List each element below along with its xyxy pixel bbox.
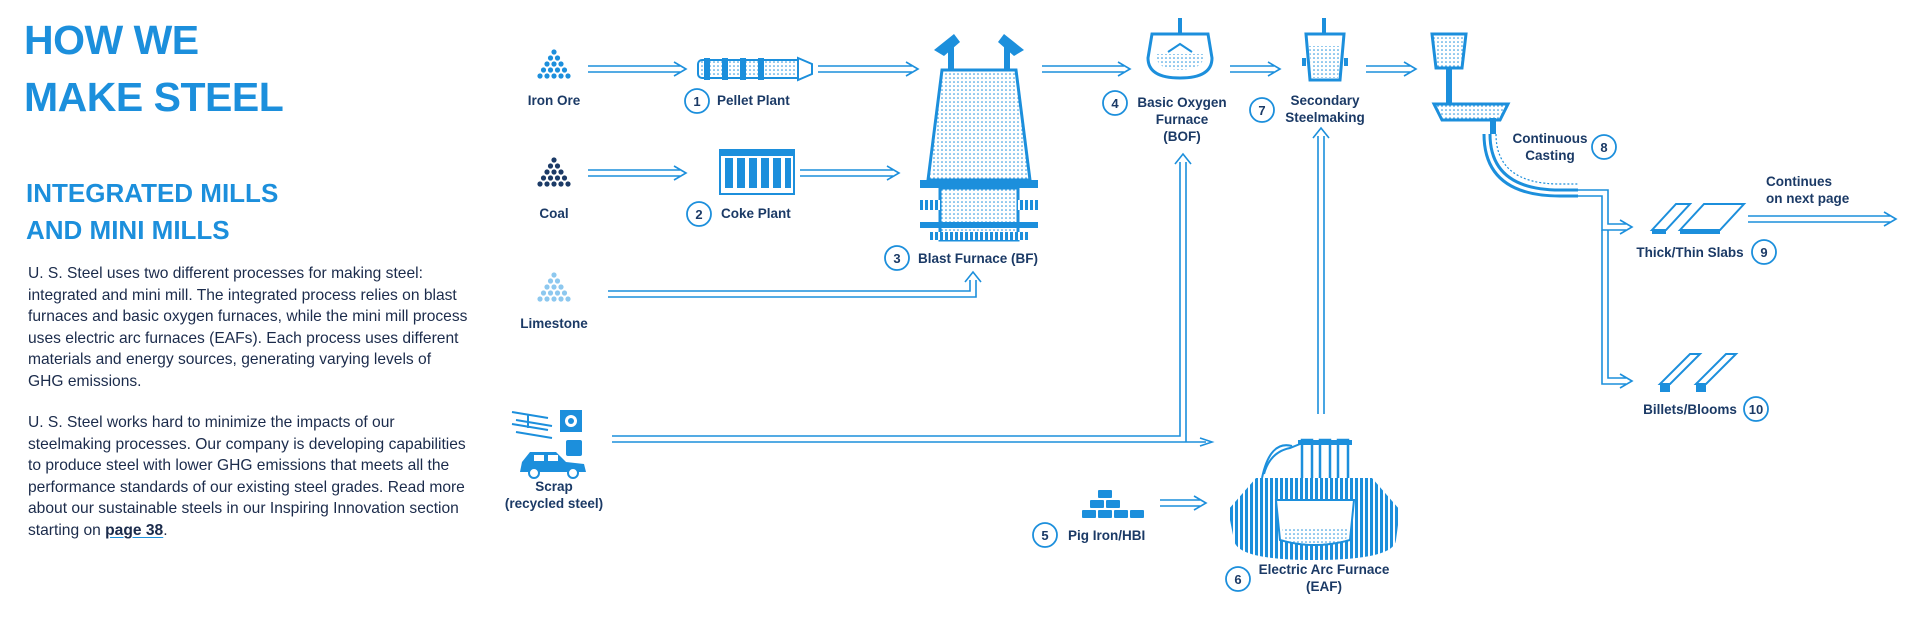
- step-7-label-line1: Secondary: [1290, 93, 1360, 108]
- pig-iron-icon: [1082, 490, 1144, 518]
- scrap-sublabel: (recycled steel): [505, 496, 603, 511]
- commitment-end: .: [163, 521, 168, 539]
- step-8-label-line2: Casting: [1525, 148, 1575, 163]
- subtitle-line-1: INTEGRATED MILLS: [26, 178, 279, 208]
- step-10-label: Billets/Blooms: [1643, 402, 1737, 417]
- coke-plant-icon: [719, 149, 795, 195]
- step-6-number: 6: [1234, 572, 1241, 587]
- coal-icon: [537, 157, 571, 187]
- scrap-icon: [511, 410, 586, 479]
- billets-icon: [1657, 353, 1739, 392]
- step-4-label-line2: Furnace: [1156, 112, 1209, 127]
- continues-label-line2: on next page: [1766, 191, 1850, 206]
- step-5-badge: [1032, 522, 1058, 548]
- step-10-number: 10: [1749, 402, 1763, 417]
- slabs-icon: [1649, 203, 1747, 234]
- step-3-number: 3: [893, 251, 900, 266]
- step-1-number: 1: [693, 94, 700, 109]
- commitment-paragraph: U. S. Steel works hard to minimize the i…: [28, 412, 468, 542]
- step-3-label: Blast Furnace (BF): [918, 251, 1038, 266]
- scrap-label: Scrap: [535, 479, 573, 494]
- limestone-label: Limestone: [520, 316, 588, 331]
- blast-furnace-icon: [918, 34, 1040, 242]
- step-4-badge: [1102, 90, 1128, 116]
- step-4-label-line1: Basic Oxygen: [1137, 95, 1226, 110]
- step-6-label-line1: Electric Arc Furnace: [1259, 562, 1390, 577]
- step-6-label-line2: (EAF): [1306, 579, 1342, 594]
- coal-label: Coal: [539, 206, 568, 221]
- continuous-casting-icon: [1430, 32, 1578, 198]
- step-2-label: Coke Plant: [721, 206, 791, 221]
- step-10-badge: [1743, 396, 1769, 422]
- step-9-badge: [1751, 239, 1777, 265]
- step-7-number: 7: [1258, 103, 1265, 118]
- step-8-label-line1: Continuous: [1513, 131, 1588, 146]
- step-3-badge: [884, 245, 910, 271]
- step-6-badge: [1225, 566, 1251, 592]
- step-9-label: Thick/Thin Slabs: [1636, 245, 1743, 260]
- step-2-badge: [686, 201, 712, 227]
- step-4-number: 4: [1111, 96, 1119, 111]
- step-7-badge: [1249, 97, 1275, 123]
- basic-oxygen-furnace-icon: [1146, 18, 1214, 80]
- limestone-icon: [537, 272, 571, 302]
- title-line-2: MAKE STEEL: [24, 74, 284, 120]
- step-4-label-line3: (BOF): [1163, 129, 1201, 144]
- secondary-steelmaking-icon: [1302, 18, 1348, 82]
- step-7-label-line2: Steelmaking: [1285, 110, 1365, 125]
- step-1-label: Pellet Plant: [717, 93, 790, 108]
- step-2-number: 2: [695, 207, 702, 222]
- subtitle-line-2: AND MINI MILLS: [26, 215, 230, 245]
- iron-ore-label: Iron Ore: [528, 93, 581, 108]
- section-heading: INTEGRATED MILLS AND MINI MILLS: [26, 175, 278, 249]
- intro-paragraph: U. S. Steel uses two different processes…: [28, 265, 468, 390]
- iron-ore-icon: [537, 49, 571, 79]
- commitment-text: U. S. Steel works hard to minimize the i…: [28, 414, 466, 539]
- continues-label-line1: Continues: [1766, 174, 1832, 189]
- electric-arc-furnace-icon: [1228, 438, 1400, 560]
- step-5-number: 5: [1041, 528, 1048, 543]
- step-9-number: 9: [1760, 245, 1767, 260]
- step-8-number: 8: [1600, 140, 1607, 155]
- title-line-1: HOW WE: [24, 17, 199, 63]
- step-5-label: Pig Iron/HBI: [1068, 528, 1145, 543]
- step-1-badge: [684, 88, 710, 114]
- page-38-link[interactable]: page 38: [105, 521, 164, 539]
- step-8-badge: [1591, 134, 1617, 160]
- page-title: HOW WE MAKE STEEL: [24, 12, 284, 126]
- flow-arrows: [588, 61, 1898, 511]
- pellet-plant-icon: [697, 56, 813, 82]
